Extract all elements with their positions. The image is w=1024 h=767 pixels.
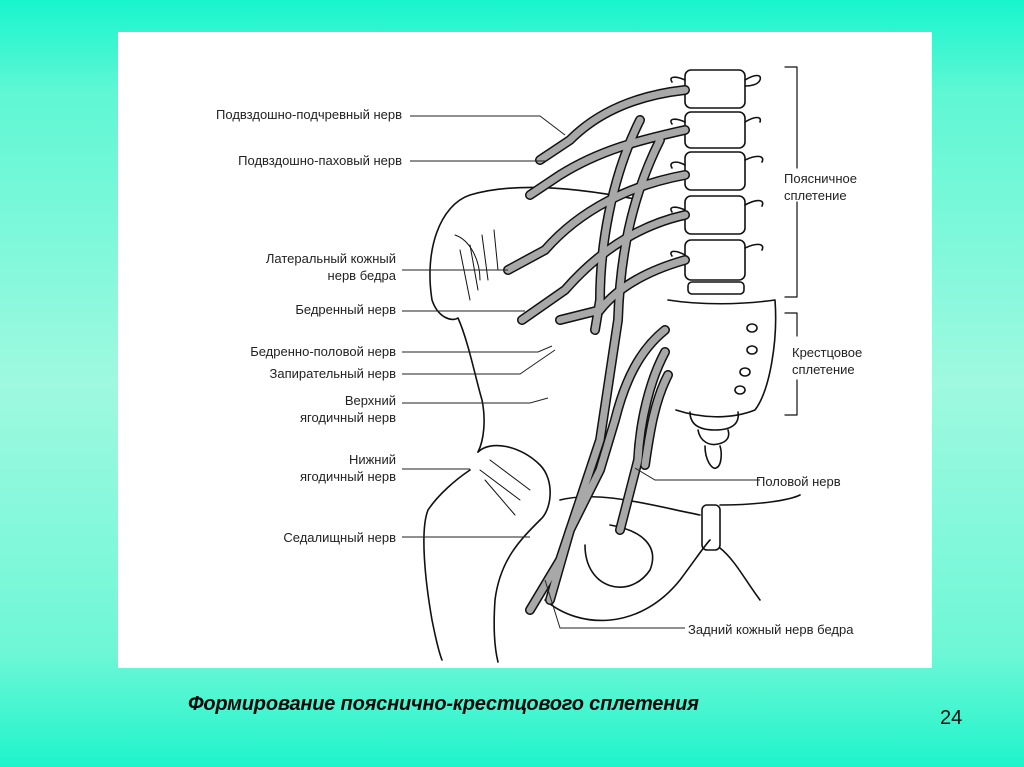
label-lateral-cutaneous-nerve-line2: нерв бедра xyxy=(327,268,396,283)
slide-caption: Формирование пояснично-крестцового сплет… xyxy=(188,693,699,715)
label-sacral-plexus-line1: Крестцовое xyxy=(792,345,863,360)
sacral-bracket xyxy=(784,312,798,416)
label-sciatic-nerve: Седалищный нерв xyxy=(283,530,396,545)
ilium-outline xyxy=(429,186,641,453)
diagram-panel xyxy=(118,32,932,668)
lumbar-bracket xyxy=(784,66,798,298)
label-sacral-plexus-line2: сплетение xyxy=(792,362,855,377)
label-superior-gluteal-nerve-line2: ягодичный нерв xyxy=(299,410,396,425)
label-pudendal-nerve: Половой нерв xyxy=(756,474,841,489)
sacrum-outline xyxy=(667,299,777,418)
label-lumbar-plexus-line1: Поясничное xyxy=(784,171,857,186)
nerve-trunks xyxy=(503,85,690,615)
label-superior-gluteal-nerve-line1: Верхний xyxy=(344,393,396,408)
label-lateral-cutaneous-nerve-line1: Латеральный кожный xyxy=(265,251,396,266)
label-posterior-cutaneous-nerve: Задний кожный нерв бедра xyxy=(688,622,854,637)
label-inferior-gluteal-nerve-line2: ягодичный нерв xyxy=(299,469,396,484)
leader-lines xyxy=(402,115,760,629)
femur-outline xyxy=(423,444,551,661)
label-genitofemoral-nerve: Бедренно-половой нерв xyxy=(250,344,396,359)
pubic-symphysis xyxy=(701,504,721,551)
label-femoral-nerve: Бедренный нерв xyxy=(295,302,396,317)
page-number: 24 xyxy=(940,707,963,729)
label-obturator-nerve: Запирательный нерв xyxy=(269,366,396,381)
label-lumbar-plexus-line2: сплетение xyxy=(784,188,847,203)
label-ilioinguinal-nerve: Подвздошно-паховый нерв xyxy=(238,153,402,168)
label-inferior-gluteal-nerve-line1: Нижний xyxy=(348,452,396,467)
label-iliohypogastric-nerve: Подвздошно-подчревный нерв xyxy=(216,107,402,122)
